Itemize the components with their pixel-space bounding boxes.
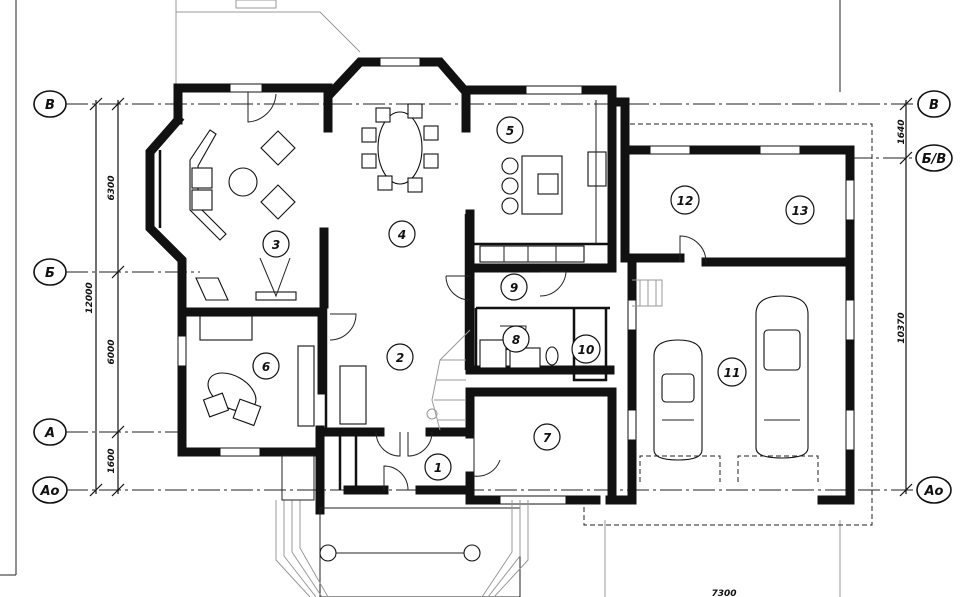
room-4: 4 xyxy=(388,220,416,248)
svg-text:Б/В: Б/В xyxy=(922,152,947,167)
axis-bubble-b-left: Б xyxy=(33,258,67,286)
axis-bubble-v-right: В xyxy=(917,90,951,118)
svg-text:7: 7 xyxy=(543,431,552,445)
svg-text:5: 5 xyxy=(506,124,514,138)
room-10: 10 xyxy=(571,334,601,364)
staircase xyxy=(426,329,471,431)
svg-text:3: 3 xyxy=(272,238,280,252)
svg-text:13: 13 xyxy=(792,204,809,218)
dim-left-total: 12000 xyxy=(85,282,95,313)
dim-right-total: 10370 xyxy=(897,312,907,343)
svg-text:10: 10 xyxy=(578,343,595,357)
svg-text:Б: Б xyxy=(45,266,55,281)
axis-bubble-ao-right: Ао xyxy=(916,476,952,504)
room-8: 8 xyxy=(502,325,530,353)
svg-text:А: А xyxy=(44,426,55,441)
svg-text:12: 12 xyxy=(677,194,694,208)
living-room-furniture xyxy=(189,129,297,301)
kitchen-furniture xyxy=(479,100,607,263)
porch xyxy=(275,455,529,597)
garage-stair xyxy=(632,279,663,307)
garage-outline xyxy=(583,123,873,526)
svg-text:В: В xyxy=(929,98,939,113)
bathroom-fixtures xyxy=(479,339,559,369)
room-7: 7 xyxy=(533,423,561,451)
dim-left-mid: 6000 xyxy=(107,339,117,364)
svg-text:6: 6 xyxy=(262,360,270,374)
room-13: 13 xyxy=(785,195,815,225)
garage-cars xyxy=(639,295,819,482)
room-6: 6 xyxy=(252,352,280,380)
room-3: 3 xyxy=(262,230,290,258)
svg-text:1: 1 xyxy=(434,461,442,475)
svg-text:Ао: Ао xyxy=(924,484,944,499)
axis-bubble-bv-right: Б/В xyxy=(915,144,953,172)
room-5: 5 xyxy=(496,116,524,144)
room-9: 9 xyxy=(500,273,528,301)
windows xyxy=(177,57,855,505)
svg-text:11: 11 xyxy=(724,366,741,380)
office-furniture xyxy=(199,315,367,427)
room-2: 2 xyxy=(386,343,414,371)
dim-right-small: 1640 xyxy=(897,119,907,144)
svg-text:2: 2 xyxy=(396,351,404,365)
partitions xyxy=(158,150,612,490)
room-1: 1 xyxy=(424,453,452,481)
svg-text:4: 4 xyxy=(397,228,406,242)
left-dimension-chain xyxy=(89,97,125,497)
axis-bubble-a-left: А xyxy=(33,418,67,446)
room-12: 12 xyxy=(670,185,700,215)
svg-text:8: 8 xyxy=(512,333,520,347)
dim-bottom: 7300 xyxy=(711,589,736,597)
room-11: 11 xyxy=(717,357,747,387)
svg-text:9: 9 xyxy=(510,281,518,295)
dim-left-bottom: 1600 xyxy=(107,448,117,473)
svg-text:В: В xyxy=(45,98,55,113)
axis-bubble-v-left: В xyxy=(33,90,67,118)
right-dimension-chain xyxy=(899,97,913,497)
svg-text:Ао: Ао xyxy=(40,484,60,499)
site-lines xyxy=(175,0,841,597)
dining-set xyxy=(361,103,439,193)
axis-bubble-ao-left: Ао xyxy=(32,476,68,504)
dim-left-top: 6300 xyxy=(107,175,117,200)
